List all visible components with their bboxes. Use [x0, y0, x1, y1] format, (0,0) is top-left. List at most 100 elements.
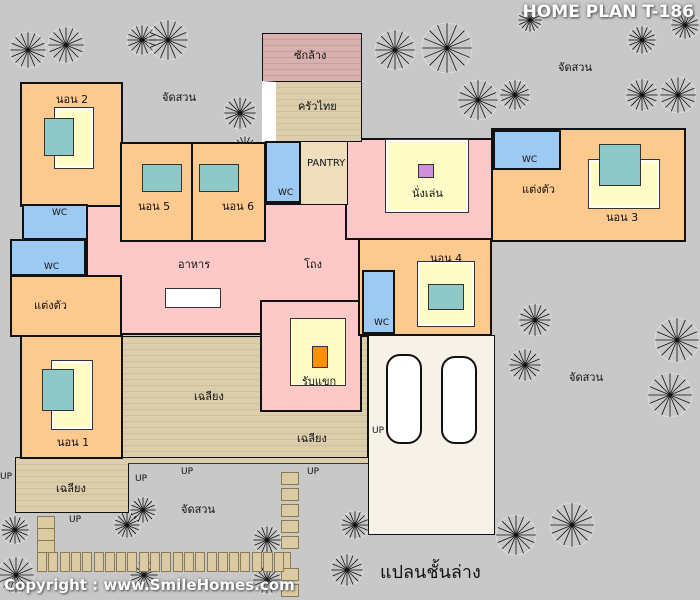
tree-icon [670, 10, 700, 40]
tree-icon [508, 348, 542, 382]
wc-left-1 [22, 204, 88, 240]
label-up: UP [69, 515, 82, 525]
stepping-stone [217, 552, 228, 572]
laundry [262, 33, 362, 82]
label-bedroom-2: นอน 2 [56, 93, 89, 106]
tree-icon [340, 510, 370, 540]
tree-icon [126, 24, 158, 56]
tree-icon [549, 502, 595, 548]
stepping-stone [150, 552, 160, 572]
stepping-stone [172, 552, 183, 572]
label-dressing-right: แต่งตัว [522, 183, 555, 196]
stepping-stone [138, 552, 149, 572]
stepping-stone [281, 504, 299, 517]
plan-title: HOME PLAN T-186 [522, 2, 694, 22]
terrace-step [128, 458, 368, 464]
label-wc: WC [374, 318, 390, 328]
label-terrace-small: เฉลียง [56, 482, 86, 495]
stepping-stone [206, 552, 217, 572]
tree-icon [654, 317, 700, 363]
tree-icon [252, 525, 282, 555]
tree-icon [625, 78, 659, 112]
stepping-stone [116, 552, 127, 572]
stepping-stone [229, 552, 240, 572]
bedroom-5 [120, 142, 193, 242]
stepping-stone [82, 552, 93, 572]
tree-icon [147, 19, 189, 61]
bedroom-1 [20, 335, 123, 459]
stepping-stone [37, 552, 47, 572]
label-garden: จัดสวน [569, 371, 603, 384]
label-dressing-left: แต่งตัว [34, 299, 67, 312]
label-bedroom-6: นอน 6 [222, 200, 255, 213]
stepping-stone [195, 552, 206, 572]
tree-icon [0, 556, 35, 594]
label-thai-kitchen: ครัวไทย [298, 100, 337, 113]
coffee-table [312, 346, 328, 368]
stepping-stone [93, 552, 104, 572]
tree-icon [627, 25, 657, 55]
stepping-stone [281, 584, 299, 597]
stepping-stone [127, 552, 138, 572]
coffee-table [418, 164, 434, 178]
label-terrace-front: เฉลียง [297, 432, 327, 445]
label-reception: รับแขก [302, 375, 337, 388]
label-up: UP [307, 467, 320, 477]
tree-icon [659, 76, 697, 114]
tree-icon [223, 96, 257, 130]
tree-icon [113, 511, 141, 539]
wc-bedroom-3 [493, 130, 561, 170]
stepping-stone [48, 552, 59, 572]
tree-icon [518, 303, 552, 337]
tree-icon [421, 22, 473, 74]
label-garden: จัดสวน [181, 503, 215, 516]
floor-plan-caption: แปลนชั้นล่าง [380, 562, 481, 583]
tree-icon [9, 31, 47, 69]
label-wc: WC [278, 188, 294, 198]
tree-icon [129, 496, 157, 524]
bedroom-2 [20, 82, 123, 207]
tree-icon [374, 29, 416, 71]
label-up: UP [135, 474, 148, 484]
tree-icon [0, 515, 30, 545]
stepping-stone [104, 552, 115, 572]
stepping-stone [281, 568, 299, 581]
terrace-small [15, 457, 129, 513]
living-rug [385, 139, 469, 213]
label-garden: จัดสวน [558, 61, 592, 74]
stepping-stone [59, 552, 70, 572]
stepping-stone [183, 552, 194, 572]
pantry [300, 141, 348, 205]
label-dining: อาหาร [178, 258, 211, 271]
stepping-stone [281, 472, 299, 485]
label-laundry: ซักล้าง [294, 49, 327, 62]
tree-icon [647, 372, 693, 418]
label-bedroom-5: นอน 5 [138, 200, 171, 213]
label-garden: จัดสวน [162, 91, 196, 104]
tree-icon [457, 79, 499, 121]
garage [368, 335, 495, 535]
label-bedroom-4: นอน 4 [430, 252, 463, 265]
tree-icon [499, 79, 531, 111]
tree-icon [517, 7, 543, 33]
tree-icon [495, 514, 537, 556]
thai-kitchen [262, 81, 362, 142]
car-icon [441, 356, 477, 444]
stepping-stone [281, 536, 299, 549]
tree-icon [330, 553, 364, 587]
label-wc: WC [522, 155, 538, 165]
stepping-stone [161, 552, 172, 572]
copyright: Copyright : www.SmileHomes.com [4, 576, 295, 594]
stepping-stone [240, 552, 251, 572]
stepping-stone [263, 552, 273, 572]
label-up: UP [0, 472, 13, 482]
stepping-stone [281, 488, 299, 501]
label-wc: WC [52, 208, 68, 218]
stepping-stone [70, 552, 81, 572]
wc-pantry [265, 141, 301, 203]
label-up: UP [181, 467, 194, 477]
bedroom-6 [191, 142, 266, 242]
stepping-stone [274, 552, 285, 572]
label-bedroom-3: นอน 3 [606, 211, 639, 224]
label-terrace-main: เฉลียง [194, 390, 224, 403]
